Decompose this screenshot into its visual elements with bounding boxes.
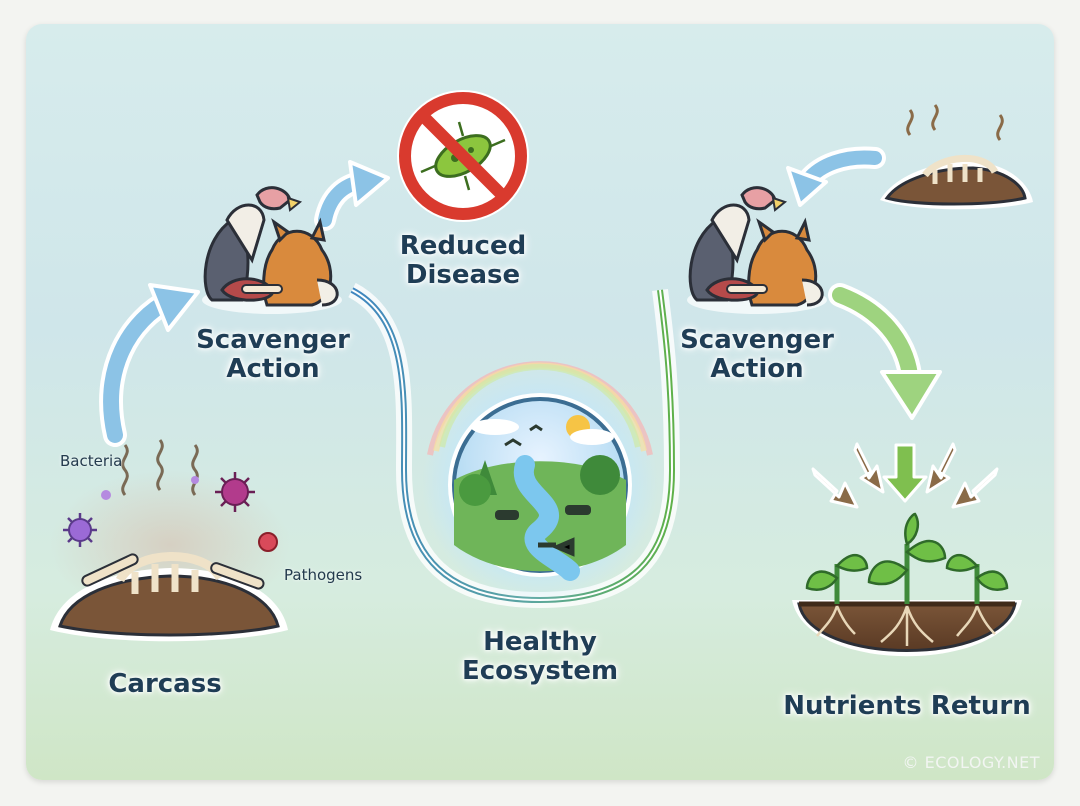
- scavenger-right-line2: Action: [710, 354, 804, 384]
- bacteria-label: Bacteria: [60, 452, 123, 470]
- copyright-text: © ECOLOGY.NET: [902, 753, 1040, 772]
- meat-icon: [705, 277, 768, 302]
- spore-icon: [101, 490, 111, 500]
- sprout-icon: [805, 512, 1009, 604]
- healthy-ecosystem-line2: Ecosystem: [461, 656, 619, 686]
- nutrients-return-label: Nutrients Return: [783, 691, 1031, 721]
- scavenger-right-line1: Scavenger: [680, 325, 834, 355]
- reduced-disease-line2: Disease: [405, 260, 521, 290]
- scavenger-action-right-label: Scavenger Action: [664, 326, 850, 384]
- arrow-scavenger-to-nutrients: [828, 283, 942, 420]
- spore-icon: [191, 476, 199, 484]
- scavenger-left-line1: Scavenger: [196, 325, 350, 355]
- reduced-disease-line1: Reduced: [399, 231, 527, 261]
- reduced-disease-label: Reduced Disease: [370, 232, 556, 290]
- scavenger-group-right: [687, 186, 827, 314]
- carcass-label: Carcass: [108, 669, 222, 699]
- bacterium-icon: [258, 532, 278, 552]
- pathogens-label: Pathogens: [284, 566, 363, 584]
- healthy-ecosystem-line1: Healthy: [483, 627, 597, 657]
- virus-icon: [63, 513, 97, 547]
- vulture-icon: [203, 186, 303, 302]
- scavenger-group-left: [202, 186, 342, 314]
- soil-icon: [792, 600, 1022, 657]
- scavenger-left-line2: Action: [226, 354, 320, 384]
- arrow-carcass-to-scavenger: [99, 283, 200, 447]
- pathogen-icons: [63, 472, 278, 552]
- meat-icon: [220, 277, 283, 302]
- remains-icon: [880, 104, 1033, 210]
- arrow-remains-to-scavenger: [786, 146, 886, 207]
- ecosystem-globe-icon: [422, 361, 658, 603]
- arrow-scavenger-to-disease: [314, 160, 390, 231]
- virus-icon: [215, 472, 255, 512]
- scavenger-action-left-label: Scavenger Action: [180, 326, 366, 384]
- nutrient-arrows: [811, 442, 999, 509]
- bacteria-prohibited-icon: [397, 90, 529, 222]
- healthy-ecosystem-label: Healthy Ecosystem: [440, 628, 640, 686]
- carcass-icon: [50, 439, 290, 642]
